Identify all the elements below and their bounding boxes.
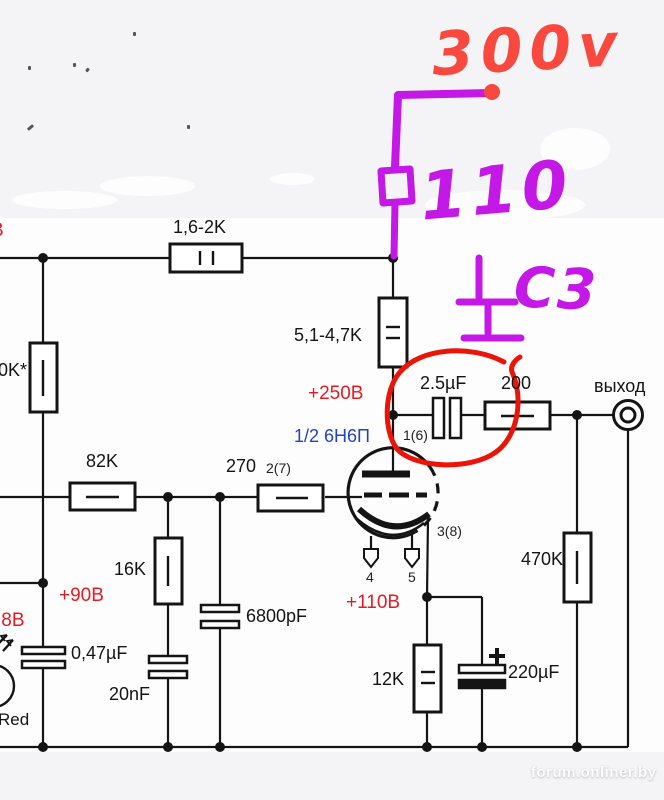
handwritten-300v: 300v — [430, 10, 627, 90]
handwritten-110: 110 — [416, 145, 576, 236]
cap-20nf-plate — [147, 669, 189, 680]
background-bottom-band — [0, 752, 664, 800]
label-cap-20nf: 20nF — [109, 684, 151, 704]
eraser-smudge — [100, 176, 195, 196]
resistors — [28, 242, 593, 714]
junction-dots — [38, 253, 582, 752]
eraser-smudge — [12, 191, 117, 209]
label-resistor-470k: 470K — [521, 549, 564, 569]
hand-red-circle — [384, 348, 523, 468]
led-symbol-fragment — [0, 634, 16, 708]
label-voltage-48v-fragment: ,8В — [0, 610, 25, 631]
label-resistor-12k: 12K — [372, 669, 405, 689]
tube-symbol — [346, 446, 440, 569]
label-pin-4: 4 — [366, 569, 374, 585]
eraser-smudge — [270, 173, 315, 185]
output-connector — [612, 399, 644, 431]
label-tube-name: 1/2 6Н6П — [294, 426, 370, 446]
eraser-smudge — [425, 190, 585, 220]
handwritten-c3: C3 — [512, 255, 600, 324]
tube-envelope-dashed — [414, 466, 440, 534]
cap-20nf-plate — [147, 654, 189, 665]
hand-cap-symbol — [455, 254, 525, 342]
cap-047uf-plate — [20, 645, 67, 656]
label-voltage-250v: +250В — [308, 383, 364, 404]
label-output: выход — [594, 376, 646, 396]
label-pin-3: 3(8) — [437, 523, 462, 539]
capacitors — [20, 396, 507, 690]
heater-pin-4 — [363, 548, 379, 569]
tube-envelope-solid — [346, 446, 432, 540]
cap-220uf-plate-neg — [457, 678, 507, 690]
label-pin-2: 2(7) — [266, 460, 291, 476]
label-resistor-82k: 82K — [86, 451, 119, 471]
label-resistor-5-1-4-7k: 5,1-4,7K — [294, 325, 363, 345]
label-resistor-16k: 16K — [114, 559, 147, 579]
cap-220uf-plus-sign — [489, 648, 505, 664]
tube-heater — [355, 517, 425, 536]
cap-220uf-plate-pos — [457, 663, 507, 675]
resistor-marks — [41, 251, 579, 685]
cap-6800pf-plate — [199, 619, 241, 630]
resistor-12k — [412, 643, 443, 714]
label-pin-1: 1(6) — [403, 427, 428, 443]
label-cap-047uf: 0,47µF — [71, 643, 128, 663]
resistor-5-1-4-7k — [377, 296, 409, 369]
label-top-left-fragment: В — [0, 221, 4, 241]
wires — [0, 256, 630, 749]
cap-6800pf-plate — [199, 603, 241, 614]
label-voltage-90v: +90В — [59, 585, 104, 606]
hand-magenta-wire — [377, 89, 525, 342]
label-pin-5: 5 — [408, 569, 416, 585]
hand-red-dot — [484, 84, 500, 100]
cap-coupling-plate — [431, 396, 446, 440]
eraser-smudge — [540, 128, 610, 170]
label-voltage-110v: +110В — [346, 592, 401, 613]
label-resistor-270: 270 — [226, 456, 257, 476]
label-cap-6800pf: 6800pF — [246, 606, 308, 626]
label-resistor-200: 200 — [501, 373, 532, 393]
label-cap-220uf: 220µF — [508, 662, 560, 682]
label-led-red: Red — [0, 710, 30, 729]
hand-resistor-box — [377, 165, 416, 207]
resistor-1-6-2k — [168, 242, 244, 274]
label-resistor-1-6-2k: 1,6-2K — [173, 217, 227, 237]
label-resistor-100k-fragment: 0K* — [0, 360, 28, 380]
watermark: forum.onliner.by — [531, 764, 657, 781]
heater-pin-5 — [404, 548, 420, 569]
label-cap-coupling: 2.5µF — [420, 373, 467, 393]
cap-coupling-plate — [448, 396, 463, 440]
cap-047uf-plate — [20, 659, 67, 670]
tube-cathode — [356, 506, 431, 530]
